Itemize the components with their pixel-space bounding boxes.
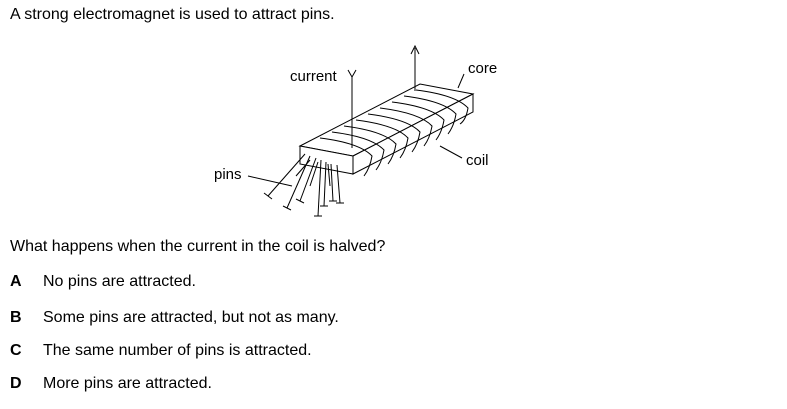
option-text: More pins are attracted. (43, 375, 212, 392)
current-label: current (290, 68, 337, 85)
pins-leader (247, 175, 293, 187)
option-text: No pins are attracted. (43, 273, 196, 290)
option-letter: B (10, 309, 22, 326)
option-text: The same number of pins is attracted. (43, 342, 312, 359)
electromagnet-drawing (247, 44, 475, 217)
core-leader (457, 73, 465, 89)
electromagnet-diagram: current core coil pins (200, 36, 520, 226)
question-text: What happens when the current in the coi… (10, 238, 386, 255)
current-in-arrow (347, 69, 357, 79)
coil-leader (439, 145, 463, 159)
option-text: Some pins are attracted, but not as many… (43, 309, 339, 326)
option-letter: D (10, 375, 22, 392)
coil-label: coil (466, 152, 489, 169)
core-label: core (468, 60, 498, 77)
option-letter: A (10, 273, 22, 290)
intro-text: A strong electromagnet is used to attrac… (10, 6, 335, 23)
current-out-arrow (410, 44, 420, 55)
pins-label: pins (214, 166, 242, 183)
coil-windings (319, 89, 469, 177)
pins-group (263, 153, 344, 217)
option-letter: C (10, 342, 22, 359)
